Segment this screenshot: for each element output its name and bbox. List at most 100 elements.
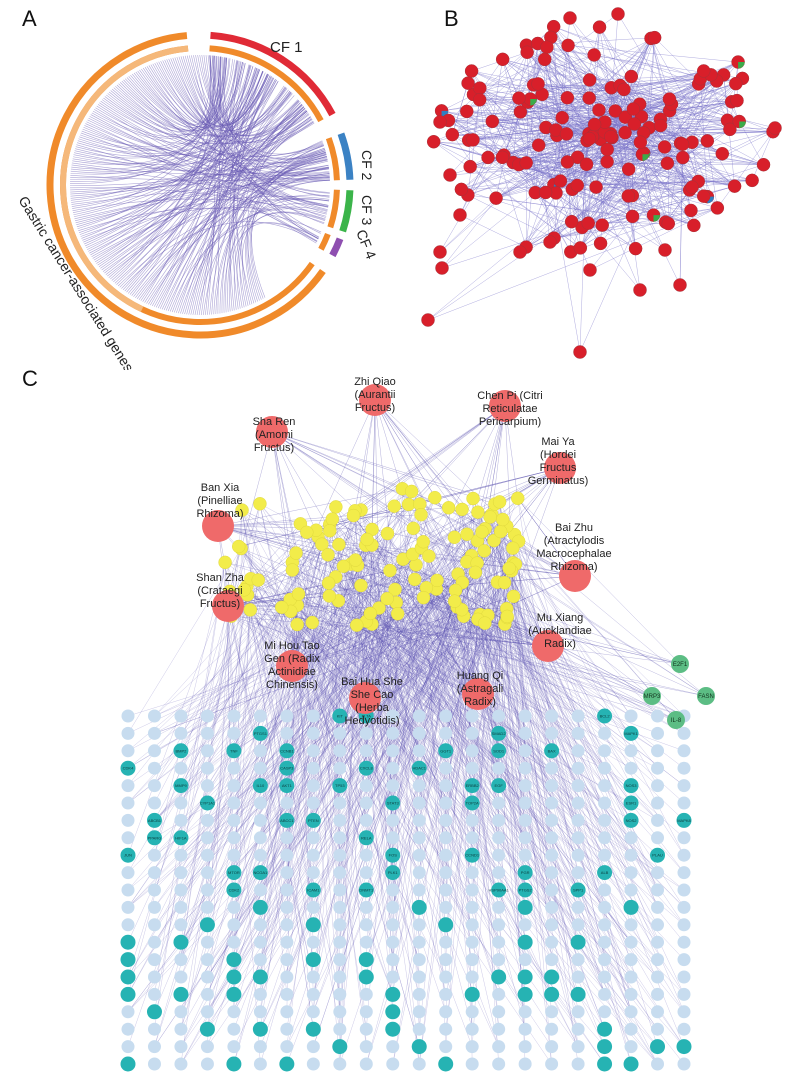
compound-target-edge xyxy=(491,514,552,717)
target-node xyxy=(305,882,321,898)
compound-node xyxy=(487,533,501,548)
target-node xyxy=(439,866,453,880)
chord-ribbon xyxy=(178,56,328,210)
target-node xyxy=(227,918,241,932)
herb-compound-edge xyxy=(297,624,366,699)
target-node xyxy=(333,796,347,810)
compound-node xyxy=(483,510,497,524)
compound-target-edge xyxy=(207,613,398,891)
herb-compound-edge xyxy=(436,580,479,695)
compound-target-edge xyxy=(233,582,463,804)
compound-target-edge xyxy=(484,622,552,734)
target-node xyxy=(333,935,347,949)
target-node xyxy=(253,935,267,949)
chord-ribbons xyxy=(70,54,330,316)
target-node xyxy=(623,1056,639,1072)
target-node xyxy=(253,1057,267,1071)
compound-target-edge xyxy=(471,562,514,769)
ppi-edge xyxy=(441,110,546,193)
ppi-node xyxy=(573,345,587,359)
compound-target-edge xyxy=(392,582,463,769)
compound-target-edge xyxy=(154,608,507,856)
herb-node xyxy=(462,678,494,710)
compound-target-edge xyxy=(499,501,526,1065)
target-node xyxy=(651,744,665,758)
target-node xyxy=(545,1040,559,1054)
compound-target-edge xyxy=(355,559,685,717)
target-node xyxy=(598,918,612,932)
compound-target-edge xyxy=(298,593,526,786)
tf-edge xyxy=(225,562,681,665)
compound-target-edge xyxy=(504,624,526,995)
compound-target-edge xyxy=(500,531,579,1065)
chord-ribbon xyxy=(216,56,324,155)
compound-target-edge xyxy=(297,605,552,943)
target-node xyxy=(624,1040,638,1054)
ppi-edge xyxy=(441,164,764,269)
compound-target-edge xyxy=(154,562,226,995)
compound-target-edge xyxy=(207,586,248,908)
compound-target-edge xyxy=(180,616,232,943)
chord-ribbon xyxy=(130,74,299,138)
ppi-edge xyxy=(468,139,718,209)
target-node xyxy=(677,726,691,740)
tf-edge xyxy=(229,591,677,721)
compound-target-edge xyxy=(360,585,393,960)
ppi-edge xyxy=(580,142,641,249)
compound-target-edge xyxy=(127,623,373,751)
target-node xyxy=(439,935,453,949)
target-node xyxy=(359,1040,373,1054)
ppi-node xyxy=(443,168,457,182)
herb-label-line: Macrocephalae xyxy=(536,548,612,560)
target-node xyxy=(439,813,453,827)
herb-compound-edge xyxy=(217,525,291,612)
ppi-edge xyxy=(707,140,718,208)
herb-label-line: (Atractylodis xyxy=(543,535,605,547)
compound-target-edge xyxy=(233,537,455,838)
target-node xyxy=(253,953,267,967)
target-node xyxy=(624,970,638,984)
target-node-label: MAPK1 xyxy=(624,731,638,736)
compound-target-edge xyxy=(455,590,579,943)
target-node xyxy=(465,866,479,880)
ppi-edge xyxy=(495,52,528,199)
compound-target-edge xyxy=(233,561,468,925)
herb-label-line: Hedyotidis) xyxy=(344,715,400,727)
compound-target-edge xyxy=(227,610,314,978)
herb-compound-edge xyxy=(355,405,506,561)
compound-target-edge xyxy=(292,569,579,925)
target-node-label: NOS2 xyxy=(626,818,638,823)
compound-target-edge xyxy=(355,559,685,925)
target-node xyxy=(570,882,586,898)
target-node xyxy=(333,726,347,740)
ppi-node xyxy=(653,118,668,133)
target-node xyxy=(624,831,638,845)
target-node xyxy=(598,848,612,862)
herb-node xyxy=(489,390,521,422)
herb-label-line: (Aurantii xyxy=(354,389,396,401)
target-node xyxy=(200,900,214,914)
compound-target-edge xyxy=(313,541,424,978)
target-node xyxy=(412,1022,426,1036)
ppi-edge xyxy=(600,61,739,244)
target-node xyxy=(492,935,506,949)
compound-target-edge xyxy=(180,501,500,734)
compound-target-edge xyxy=(154,526,507,925)
chord-ribbon xyxy=(73,122,315,165)
herb-compound-edge xyxy=(217,525,404,560)
herb-compound-edge xyxy=(290,599,549,647)
compound-target-edge xyxy=(297,605,499,1047)
chord-ribbon xyxy=(90,114,329,207)
chord-ribbon xyxy=(212,55,221,121)
target-node xyxy=(624,1022,638,1036)
target-node xyxy=(650,847,666,863)
tf-node xyxy=(697,687,715,705)
target-node xyxy=(200,866,214,880)
target-node xyxy=(438,917,454,933)
ppi-node xyxy=(520,45,534,60)
herb-compound-edge xyxy=(292,569,479,695)
tf-node xyxy=(643,687,661,705)
compound-target-edge xyxy=(225,562,685,717)
target-node-label: PGR xyxy=(521,870,530,875)
